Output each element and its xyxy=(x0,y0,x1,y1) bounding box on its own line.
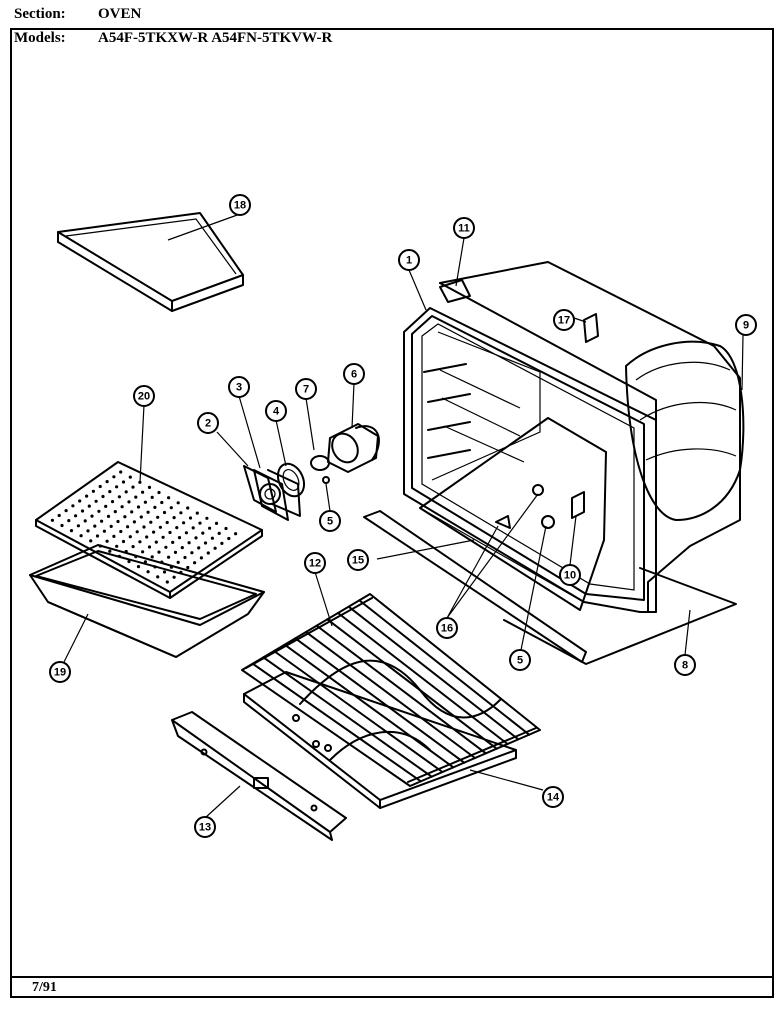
section-value: OVEN xyxy=(98,6,142,22)
leader-lines xyxy=(63,213,744,819)
callout-number: 10 xyxy=(564,570,576,582)
callout-1: 1 xyxy=(398,249,420,271)
models-value: A54F-5TKXW-R A54FN-5TKVW-R xyxy=(98,30,333,46)
part-bottom-cover-14 xyxy=(243,671,517,809)
callout-12: 12 xyxy=(304,552,326,574)
callout-19: 19 xyxy=(49,661,71,683)
part-shelf-18 xyxy=(57,212,244,312)
callout-number: 13 xyxy=(199,822,211,834)
callout-number: 17 xyxy=(558,315,570,327)
callout-11: 11 xyxy=(453,217,475,239)
diagram-frame xyxy=(10,28,774,998)
callout-4: 4 xyxy=(265,400,287,422)
callout-number: 7 xyxy=(303,384,309,396)
callout-16: 16 xyxy=(436,617,458,639)
section-row: Section: OVEN xyxy=(14,6,141,22)
callout-number: 9 xyxy=(743,320,749,332)
callout-number: 18 xyxy=(234,200,246,212)
callout-number: 16 xyxy=(441,623,453,635)
models-label: Models: xyxy=(14,30,66,46)
callout-15: 15 xyxy=(347,549,369,571)
section-label: Section: xyxy=(14,6,66,22)
part-pan-19 xyxy=(29,544,265,658)
callout-number: 15 xyxy=(352,555,364,567)
callout-number: 6 xyxy=(351,369,357,381)
part-trim-15 xyxy=(363,510,587,663)
callout-number: 5 xyxy=(517,655,523,667)
callout-7: 7 xyxy=(295,378,317,400)
callout-10: 10 xyxy=(559,564,581,586)
callout-17: 17 xyxy=(553,309,575,331)
part-oven-cavity xyxy=(403,261,745,613)
callout-number: 19 xyxy=(54,667,66,679)
callout-9: 9 xyxy=(735,314,757,336)
models-row: Models: A54F-5TKXW-R A54FN-5TKVW-R xyxy=(14,30,332,46)
callout-2: 2 xyxy=(197,412,219,434)
callout-6: 6 xyxy=(343,363,365,385)
callout-20: 20 xyxy=(133,385,155,407)
callout-number: 2 xyxy=(205,418,211,430)
part-fan-assembly xyxy=(243,462,306,521)
callout-number: 14 xyxy=(547,792,560,804)
callout-number: 8 xyxy=(682,660,688,672)
callout-number: 11 xyxy=(458,223,470,235)
callout-number: 3 xyxy=(236,382,242,394)
part-bottom-plate-8 xyxy=(503,567,737,665)
callout-3: 3 xyxy=(228,376,250,398)
callout-5: 5 xyxy=(509,649,531,671)
part-vent-13 xyxy=(171,711,347,841)
callout-18: 18 xyxy=(229,194,251,216)
callout-13: 13 xyxy=(194,816,216,838)
part-motor-6-7 xyxy=(310,423,380,484)
callout-number: 20 xyxy=(138,391,150,403)
callout-8: 8 xyxy=(674,654,696,676)
part-rack-12 xyxy=(241,593,541,787)
revision-date: 7/91 xyxy=(32,980,57,995)
callout-number: 12 xyxy=(309,558,321,570)
callout-5: 5 xyxy=(319,510,341,532)
callout-number: 4 xyxy=(273,406,280,418)
callout-number: 5 xyxy=(327,516,333,528)
callout-number: 1 xyxy=(406,255,412,267)
part-grid-20 xyxy=(35,461,263,599)
callout-14: 14 xyxy=(542,786,564,808)
footer-divider xyxy=(10,976,774,978)
